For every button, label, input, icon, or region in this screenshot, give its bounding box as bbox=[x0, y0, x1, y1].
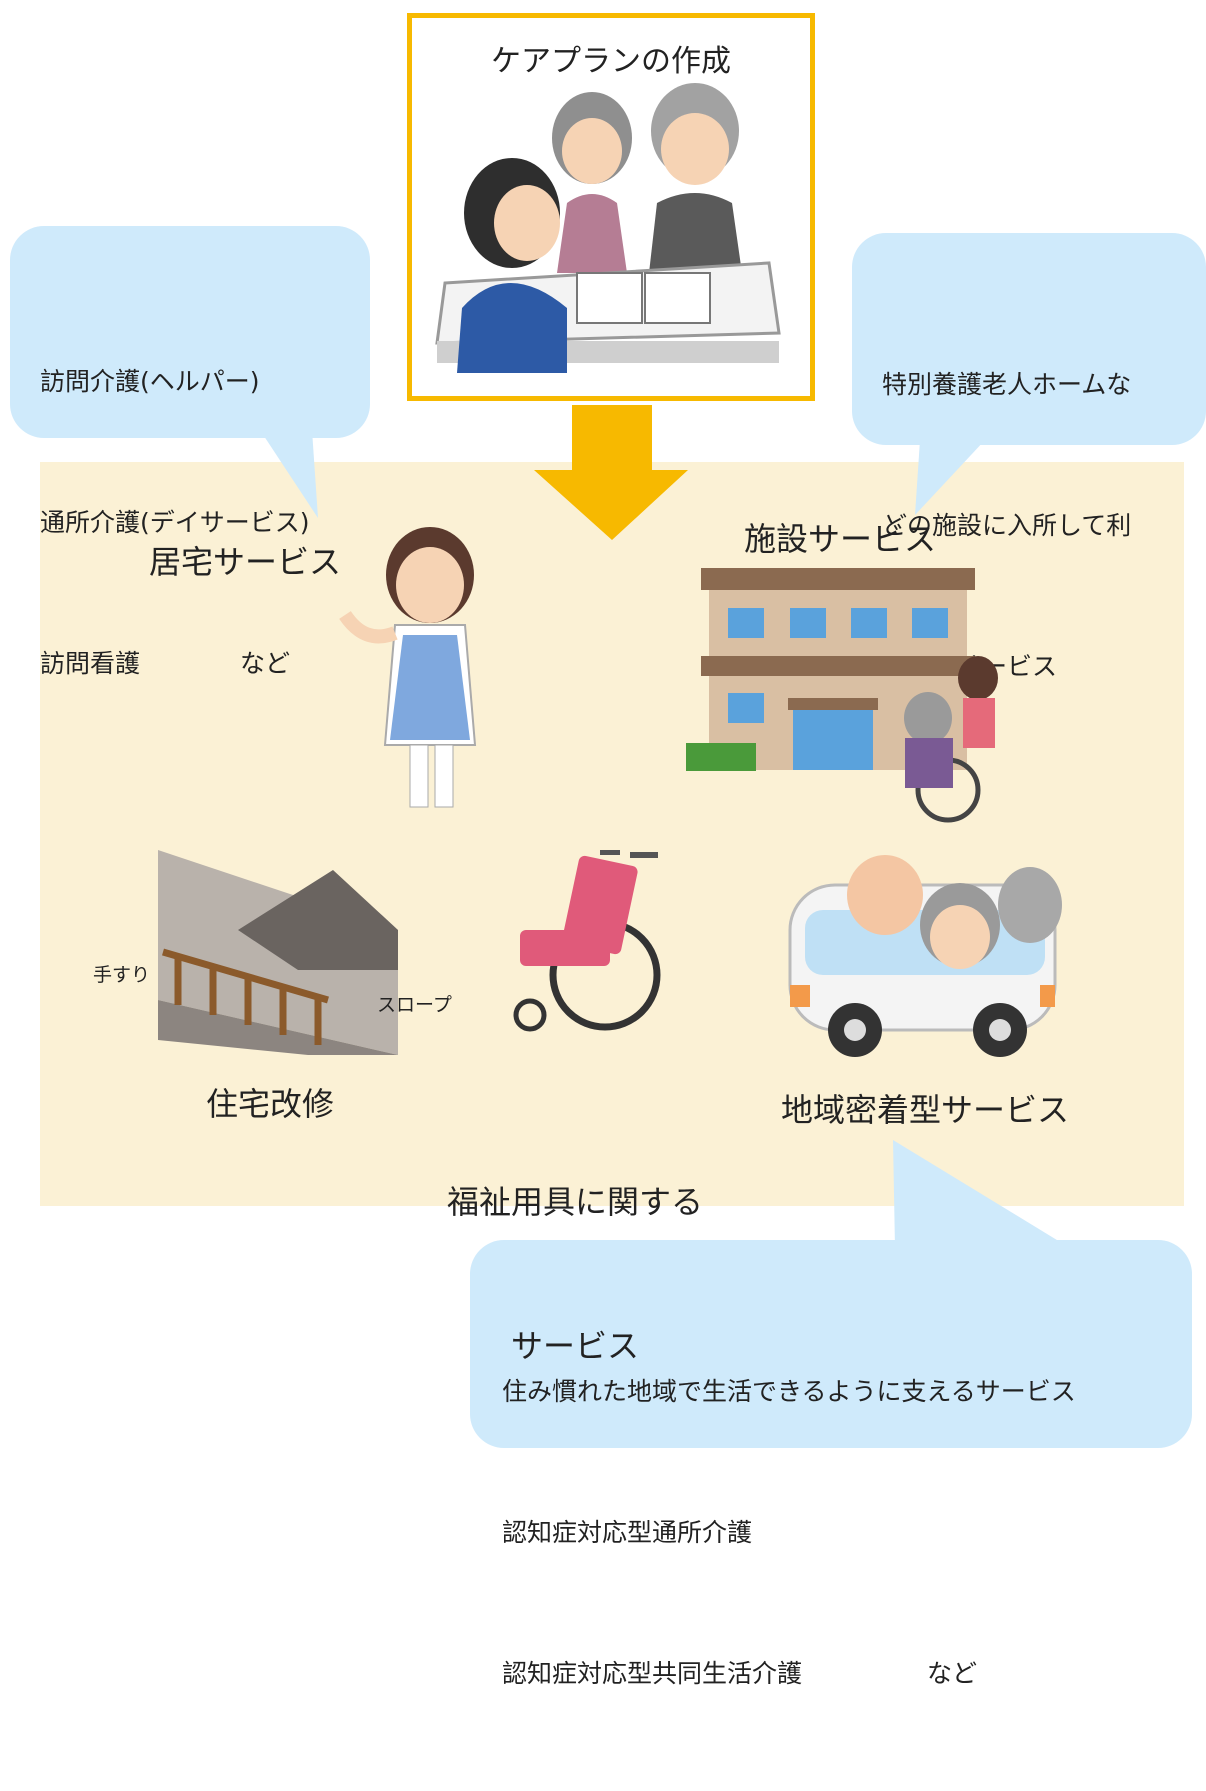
welfare-label-line: 福祉用具に関する bbox=[446, 1183, 703, 1221]
slope-label: スロープ bbox=[377, 994, 452, 1016]
bubble-line: 訪問看護 など bbox=[40, 649, 291, 678]
community-services-label: 地域密着型サービス bbox=[780, 1091, 1069, 1129]
wheelchair-illustration bbox=[513, 850, 661, 1032]
bubble-line: 住み慣れた地域で生活できるように支えるサービス bbox=[502, 1377, 1076, 1406]
facility-building-illustration bbox=[686, 568, 998, 823]
bubble-line: どの施設に入所して利 bbox=[882, 511, 1132, 540]
home-bubble-tail bbox=[260, 430, 318, 518]
consultation-illustration bbox=[435, 83, 781, 373]
home-services-label: 居宅サービス bbox=[148, 543, 341, 581]
bubble-line: 訪問介護(ヘルパー) bbox=[40, 367, 260, 396]
care-plan-box: ケアプランの作成 bbox=[407, 13, 815, 401]
bubble-line: 特別養護老人ホームな bbox=[882, 370, 1132, 399]
down-arrow bbox=[534, 405, 688, 540]
facility-bubble-tail bbox=[915, 440, 985, 515]
services-panel bbox=[40, 462, 1184, 1206]
facility-services-bubble: 特別養護老人ホームな どの施設に入所して利 用するサービス bbox=[852, 233, 1206, 681]
community-bubble-tail bbox=[893, 1140, 1070, 1248]
facility-services-label: 施設サービス bbox=[743, 520, 936, 558]
bubble-line: 認知症対応型通所介護 bbox=[502, 1518, 753, 1547]
stairs-slope-illustration bbox=[158, 850, 398, 1055]
caregiver-illustration bbox=[339, 527, 477, 808]
home-services-bubble: 訪問介護(ヘルパー) 通所介護(デイサービス) 訪問看護 など bbox=[10, 226, 370, 678]
welfare-equipment-label: 福祉用具に関する サービス bbox=[440, 1082, 710, 1418]
home-renovation-label: 住宅改修 bbox=[205, 1085, 334, 1123]
connectors bbox=[260, 405, 1070, 1248]
bubble-line: 認知症対応型共同生活介護 など bbox=[502, 1659, 978, 1688]
care-plan-title: ケアプランの作成 bbox=[491, 44, 731, 79]
handrail-label: 手すり bbox=[93, 964, 151, 986]
van-illustration bbox=[788, 855, 1062, 1057]
welfare-label-line: サービス bbox=[510, 1327, 639, 1365]
bubble-line: 通所介護(デイサービス) bbox=[40, 508, 310, 537]
